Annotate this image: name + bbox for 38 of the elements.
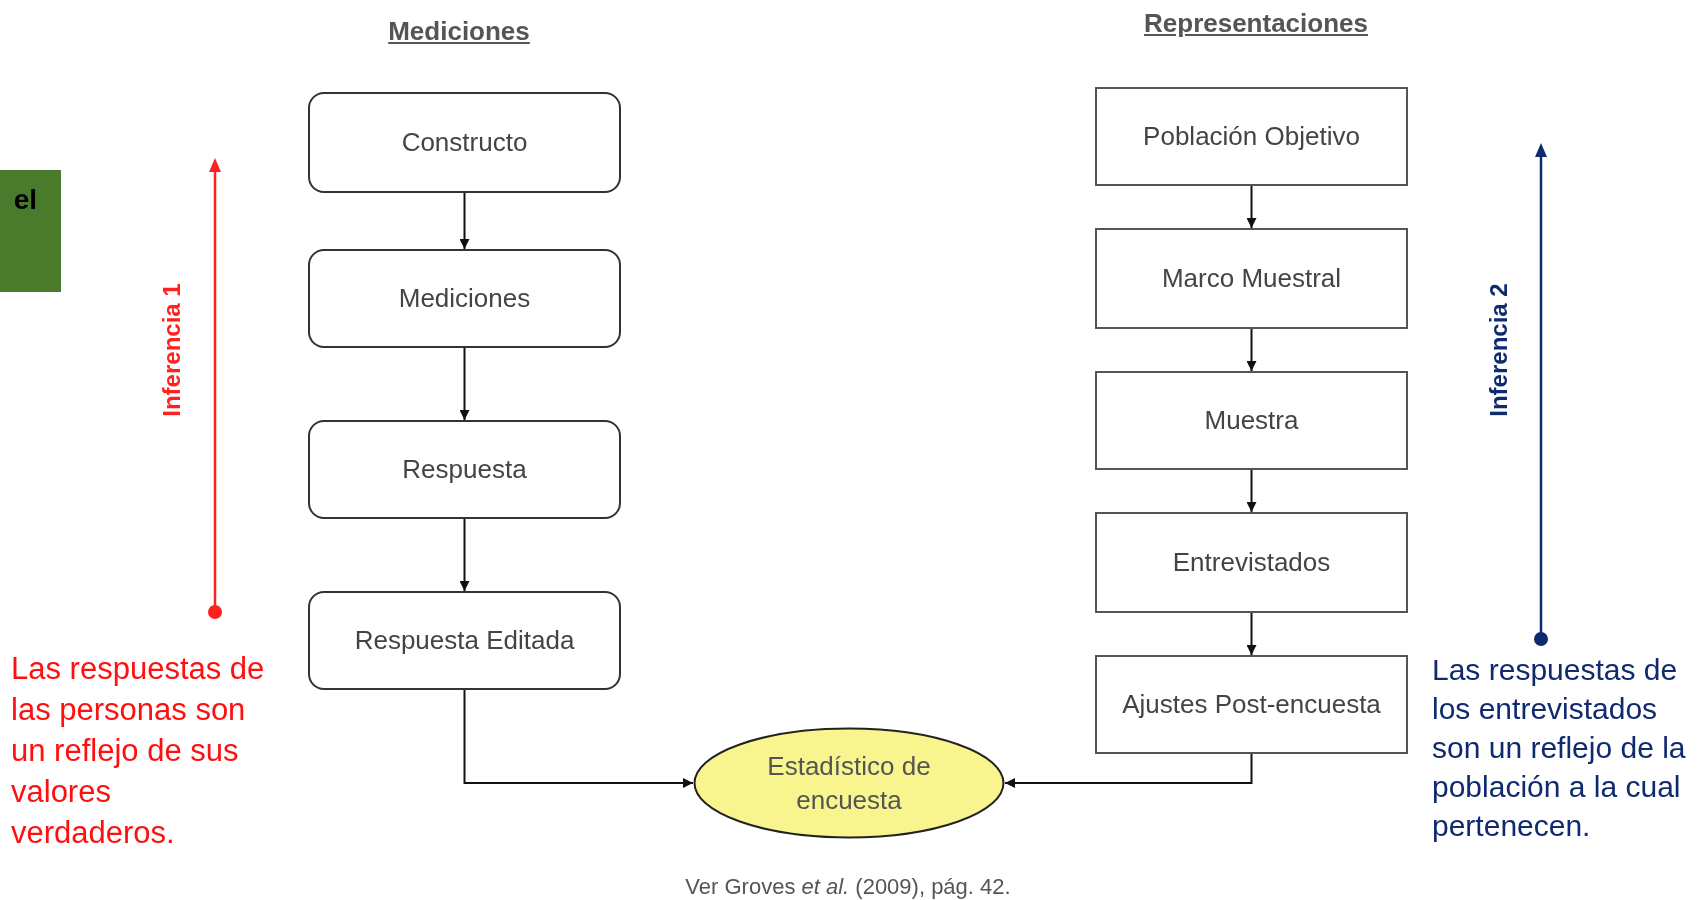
process-box [308, 591, 621, 690]
process-box [1095, 655, 1408, 754]
banner-box [0, 170, 61, 292]
column-heading: Representaciones [1144, 7, 1368, 40]
node-label: Ajustes Post-encuesta [1122, 688, 1381, 721]
node-label: el [13, 186, 37, 214]
node-label: Entrevistados [1172, 546, 1331, 579]
node-label: Marco Muestral [1161, 262, 1342, 295]
arrow [1246, 469, 1257, 513]
column-heading: Mediciones [388, 15, 530, 48]
process-box [1095, 87, 1408, 186]
node-label: Constructo [401, 126, 528, 159]
arrow [1004, 753, 1253, 788]
node-label: Estadístico de encuesta [766, 750, 932, 817]
arrow [459, 347, 470, 421]
process-box [308, 92, 621, 193]
note-text: Las respuestas de los entrevistados son un reflejo de la población a la cual pertenecen. [1432, 652, 1687, 844]
node-label: Mediciones [398, 282, 531, 315]
node-label: Respuesta Editada [354, 624, 575, 657]
process-box [308, 249, 621, 348]
process-box [1095, 228, 1408, 329]
node-label: Respuesta [402, 453, 527, 486]
process-box [1095, 371, 1408, 470]
arrow [459, 192, 470, 250]
node-label: Muestra [1204, 404, 1299, 437]
arrow [1246, 328, 1257, 372]
arrow [1246, 185, 1257, 229]
result-ellipse [693, 727, 1005, 839]
arrow [463, 689, 694, 788]
arrow [459, 518, 470, 592]
node-label: Población Objetivo [1143, 120, 1360, 153]
caption: Ver Groves et al. (2009), pág. 42. [685, 873, 1011, 900]
arrow [1246, 612, 1257, 656]
process-box [1095, 512, 1408, 613]
axis-label: Inferencia 2 [1484, 283, 1513, 417]
note-text: Las respuestas de las personas son un reflejo de sus valores verdaderos. [11, 650, 266, 852]
process-box [308, 420, 621, 519]
axis-label: Inferencia 1 [157, 283, 186, 417]
